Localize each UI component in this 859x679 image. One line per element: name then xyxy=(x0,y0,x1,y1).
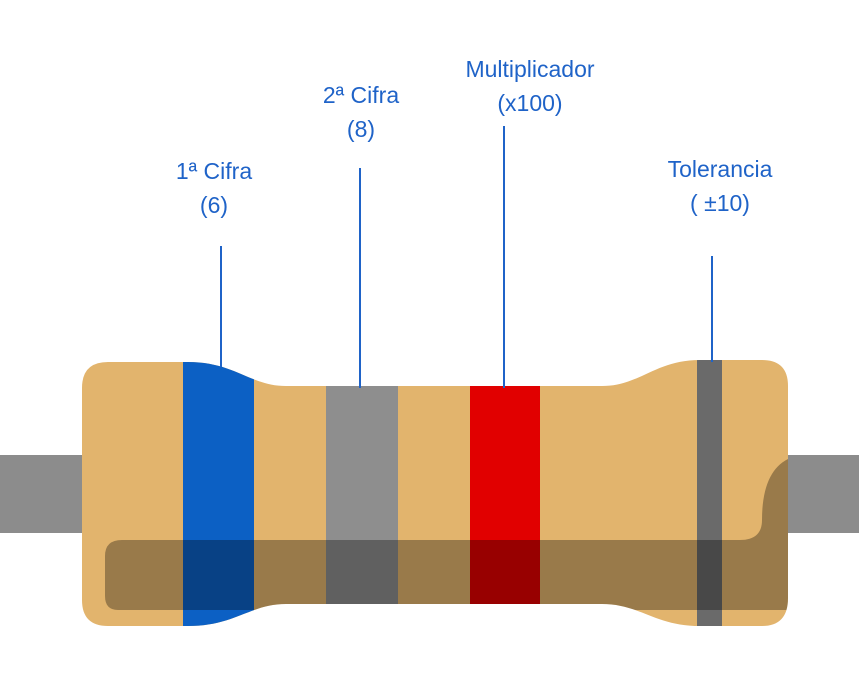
band-multiplier xyxy=(470,360,540,626)
label-second-digit-value: (8) xyxy=(346,116,376,142)
label-first-digit: 1ª Cifra (6) xyxy=(176,154,252,222)
band-first-digit xyxy=(183,360,254,626)
resistor-body xyxy=(82,360,788,626)
label-first-digit-title: 1ª Cifra xyxy=(175,158,253,184)
label-first-digit-value: (6) xyxy=(199,192,229,218)
label-multiplier-value: (x100) xyxy=(497,90,563,116)
band-second-digit xyxy=(326,360,398,626)
label-multiplier-title: Multiplicador xyxy=(465,56,595,82)
body-shadow xyxy=(105,455,788,610)
label-second-digit-title: 2ª Cifra xyxy=(322,82,400,108)
label-second-digit: 2ª Cifra (8) xyxy=(323,78,399,146)
label-tolerance-value: ( ±10) xyxy=(690,190,750,216)
label-tolerance-title: Tolerancia xyxy=(667,156,773,182)
right-lead-wire xyxy=(778,455,859,533)
left-lead-wire xyxy=(0,455,92,533)
band-tolerance xyxy=(697,360,722,626)
label-tolerance: Tolerancia ( ±10) xyxy=(668,152,773,220)
label-multiplier: Multiplicador (x100) xyxy=(465,52,594,120)
